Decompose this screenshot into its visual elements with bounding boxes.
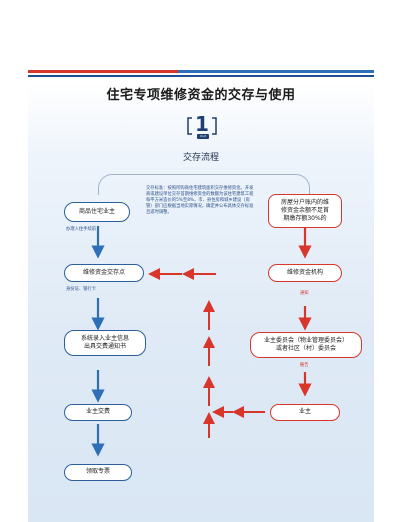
- unit-brackets-icon: [187, 117, 217, 135]
- unit-label: Unit: [197, 134, 209, 139]
- box-fund-agency: 维修资金机构: [268, 264, 342, 282]
- sub-before-checkin: 办理入住手续前: [66, 227, 97, 232]
- unit-number: 1: [195, 112, 209, 136]
- blue-stripe: [178, 70, 374, 73]
- flow-arrows: [91, 226, 312, 457]
- box-owner-pay: 业主交费: [64, 404, 132, 421]
- deposit-standard-note: 交存标准：按照所购商住宅建筑面积交存维修资金。开发商或建设单位交存首期维修资金的…: [146, 186, 254, 216]
- box-owner: 业主: [270, 404, 340, 421]
- box-deposit-point: 维修资金交存点: [64, 264, 144, 282]
- sub-remind: 催告: [300, 363, 309, 368]
- box-balance-insufficient: 房屋分户账内的维 修资金余额不足首 期缴存额30%的: [268, 194, 342, 228]
- page-title: 住宅专项维修资金的交存与使用: [106, 88, 296, 103]
- header-stripes: [28, 70, 374, 78]
- sub-id-bank-card: 身份证、银行卡: [66, 287, 97, 292]
- sub-notify: 通知: [300, 291, 309, 296]
- box-owners-committee: 业主委员会（物业管理委员会） 或者社区（村）委员会: [250, 332, 362, 358]
- section-title: 交存流程: [182, 153, 219, 163]
- box-system-entry: 系统录入业主信息 出具交费通知书: [64, 330, 146, 356]
- connector-arc: [98, 174, 310, 195]
- poster: 住宅专项维修资金的交存与使用 1 Unit 交存流程: [28, 54, 374, 522]
- box-commodity-owner: 商品住宅业主: [64, 202, 130, 222]
- unit-badge: 1 Unit: [185, 112, 219, 139]
- blue-stripe-thin: [28, 75, 374, 77]
- box-receive-invoice: 领取专票: [64, 464, 132, 481]
